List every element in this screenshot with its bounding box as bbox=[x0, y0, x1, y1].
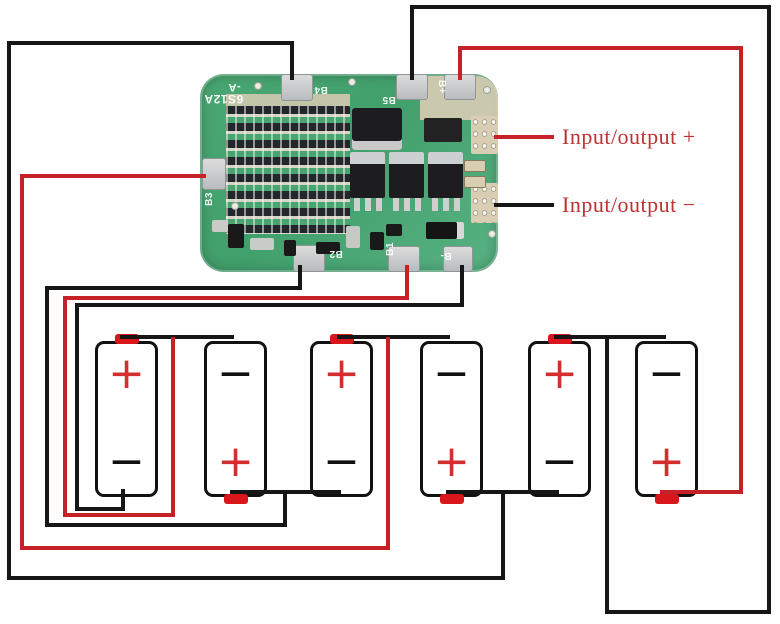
battery-1-positive-cap bbox=[114, 334, 139, 344]
minus-terminal-label: − bbox=[541, 436, 578, 487]
silkscreen-rev: -A bbox=[228, 81, 241, 93]
silkscreen-model: 6S12A bbox=[204, 92, 244, 106]
solder-pad-b5 bbox=[396, 74, 428, 100]
control-ic bbox=[424, 118, 462, 142]
via-hole bbox=[254, 82, 262, 90]
minus-terminal-label: − bbox=[217, 348, 254, 399]
smd-capacitor bbox=[464, 160, 486, 172]
wire-pack-positive bbox=[458, 46, 743, 494]
io-positive-label: Input/output + bbox=[562, 124, 696, 149]
battery-5-positive-cap bbox=[547, 334, 572, 344]
smd-component bbox=[250, 238, 274, 250]
via-hole bbox=[348, 78, 356, 86]
minus-terminal-label: − bbox=[108, 436, 145, 487]
balance-resistor-array bbox=[226, 106, 350, 234]
solder-pad-b3 bbox=[202, 158, 226, 190]
plus-terminal-label: + bbox=[541, 348, 578, 399]
plus-terminal-label: + bbox=[433, 436, 470, 487]
silkscreen-b4: B4 bbox=[314, 84, 328, 95]
battery-2-positive-cap bbox=[223, 494, 248, 504]
plus-terminal-label: + bbox=[108, 348, 145, 399]
battery-4: − + bbox=[420, 341, 483, 504]
via-hole bbox=[231, 202, 239, 210]
bms-board: 6S12A -A B4 B5 B+ B3 B2 B1 B- bbox=[200, 74, 498, 272]
mosfet-1 bbox=[350, 152, 385, 211]
solder-pad-b-plus bbox=[444, 74, 476, 100]
smd-component bbox=[284, 240, 296, 256]
battery-6-positive-cap bbox=[654, 494, 679, 504]
battery-2: − + bbox=[204, 341, 267, 504]
minus-terminal-label: − bbox=[433, 348, 470, 399]
silkscreen-b2: B2 bbox=[329, 248, 343, 259]
mosfet-3 bbox=[428, 152, 463, 211]
battery-1: + − bbox=[95, 334, 158, 497]
power-transistor bbox=[352, 108, 402, 150]
battery-6: − + bbox=[635, 341, 698, 504]
silkscreen-b-minus: B- bbox=[440, 250, 452, 261]
plus-terminal-label: + bbox=[648, 436, 685, 487]
battery-4-positive-cap bbox=[439, 494, 464, 504]
minus-terminal-label: − bbox=[323, 436, 360, 487]
io-negative-label: Input/output − bbox=[562, 192, 696, 217]
solder-pad-b4 bbox=[281, 74, 313, 101]
silkscreen-b-plus: B+ bbox=[436, 79, 448, 95]
silkscreen-b5: B5 bbox=[382, 94, 396, 105]
silkscreen-b1: B1 bbox=[384, 242, 396, 256]
battery-5: + − bbox=[528, 334, 591, 497]
mosfet-2 bbox=[389, 152, 424, 211]
plus-terminal-label: + bbox=[323, 348, 360, 399]
smd-component bbox=[228, 224, 244, 248]
plus-terminal-label: + bbox=[217, 436, 254, 487]
diode bbox=[426, 222, 464, 239]
via-hole bbox=[483, 86, 491, 94]
battery-3-positive-cap bbox=[329, 334, 354, 344]
smd-capacitor bbox=[464, 176, 486, 188]
output-pad-grid-plus bbox=[471, 116, 498, 154]
silkscreen-b3: B3 bbox=[203, 192, 215, 206]
via-hole bbox=[488, 230, 496, 238]
smd-component bbox=[370, 232, 384, 250]
smd-component bbox=[386, 224, 402, 236]
smd-component bbox=[212, 220, 228, 232]
battery-3: + − bbox=[310, 334, 373, 497]
smd-component bbox=[346, 226, 360, 248]
output-pad-grid-minus bbox=[471, 183, 498, 223]
minus-terminal-label: − bbox=[648, 348, 685, 399]
